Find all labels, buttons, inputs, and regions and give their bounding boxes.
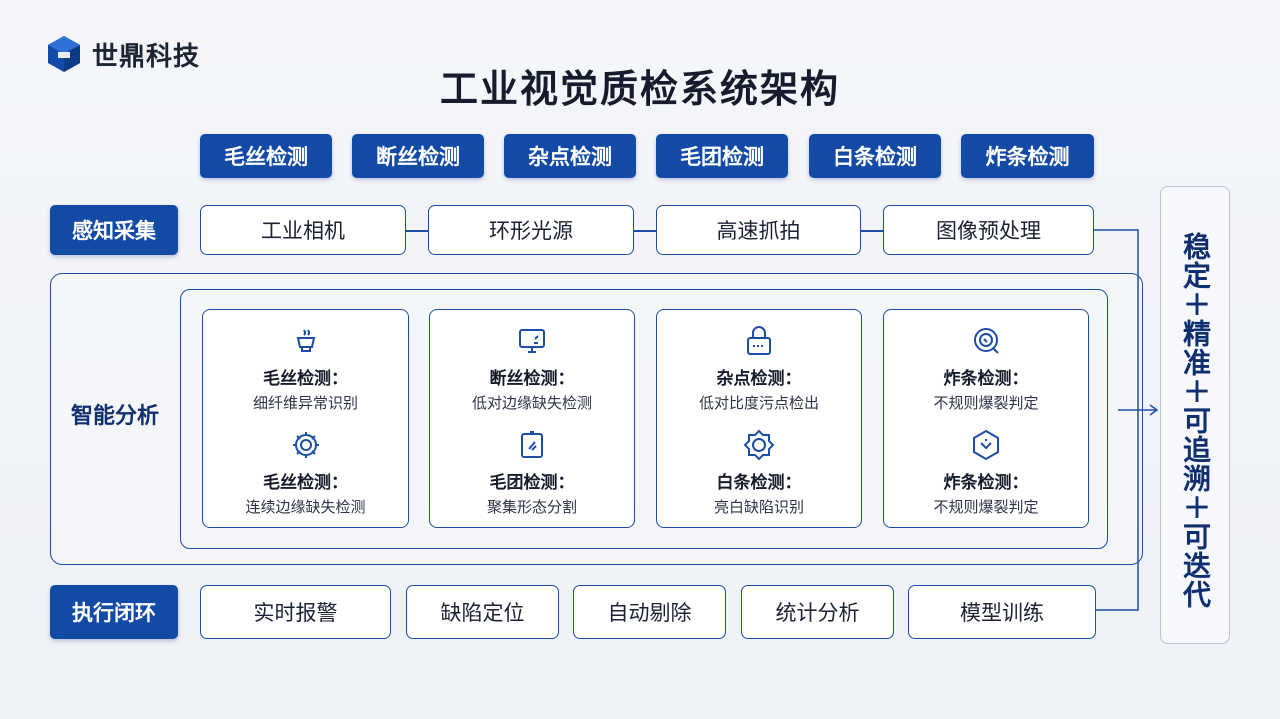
page-title: 工业视觉质检系统架构 [439,67,840,111]
cube-logo-icon [48,36,80,72]
perception-item-capture: 高速抓拍 [656,205,861,255]
defect-type-5: 白条检测 [809,134,941,178]
analysis-item: 白条检测： 亮白缺陷识别 [657,428,861,517]
analysis-item-title: 毛丝检测： [263,369,348,389]
outcome-text: 稳定＋精准＋可追溯＋可迭代 [1179,231,1212,609]
analysis-item: 炸条检测： 不规则爆裂判定 [884,324,1088,413]
analysis-item: 毛丝检测： 连续边缘缺失检测 [203,428,408,517]
connector [861,230,883,232]
analysis-item: 断丝检测： 低对边缘缺失检测 [430,324,634,413]
execution-item-alarm: 实时报警 [200,585,391,639]
flow-connector [1094,229,1159,611]
outcome-panel [1160,186,1230,644]
analysis-item-desc: 低对边缘缺失检测 [471,394,592,412]
analysis-card-4: 炸条检测： 不规则爆裂判定 炸条检测： 不规则爆裂判定 [883,309,1089,528]
analysis-item-title: 杂点检测： [716,369,802,389]
analysis-modules-panel [180,289,1108,549]
analysis-item-title: 白条检测： [716,473,802,493]
analysis-item: 毛丝检测： 细纤维异常识别 [203,324,408,413]
gear-shield-icon [743,429,775,461]
execution-item-locate: 缺陷定位 [406,585,559,639]
hexagon-check-icon [973,429,999,461]
execution-item-training: 模型训练 [908,585,1096,639]
monitor-icon [519,329,545,353]
defect-type-6: 炸条检测 [961,134,1094,178]
tablet-icon [521,431,543,458]
lock-icon [747,326,771,355]
magnifier-icon [974,328,999,354]
analysis-item: 杂点检测： 低对比度污点检出 [657,324,861,413]
analysis-card-2: 断丝检测： 低对边缘缺失检测 毛团检测： 聚集形态分割 [429,309,635,528]
defect-type-1: 毛丝检测 [200,134,332,178]
analysis-item-title: 毛丝检测： [263,473,348,493]
lamp-icon [296,329,315,352]
analysis-item-desc: 亮白缺陷识别 [713,498,804,516]
analysis-item-title: 炸条检测： [943,369,1029,389]
connector [406,230,428,232]
analysis-card-1: 毛丝检测： 细纤维异常识别 毛丝检测： 连续边缘缺失检测 [202,309,409,528]
analysis-card-3: 杂点检测： 低对比度污点检出 白条检测： 亮白缺陷识别 [656,309,862,528]
perception-layer-label: 感知采集 [50,205,178,255]
brand-name: 世鼎科技 [92,41,201,72]
brand-logo: 世鼎科技 [46,33,200,75]
defect-type-4: 毛团检测 [656,134,788,178]
analysis-item-desc: 聚集形态分割 [486,498,577,516]
perception-item-light: 环形光源 [428,205,634,255]
analysis-layer-label: 智能分析 [70,404,159,429]
analysis-item-desc: 细纤维异常识别 [252,394,358,412]
analysis-item-title: 炸条检测： [943,473,1029,493]
connector [634,230,656,232]
analysis-item: 毛团检测： 聚集形态分割 [430,428,634,517]
execution-layer-label: 执行闭环 [50,585,178,639]
analysis-item-desc: 连续边缘缺失检测 [245,498,366,516]
perception-item-preprocess: 图像预处理 [883,205,1094,255]
execution-item-reject: 自动剔除 [573,585,726,639]
perception-item-camera: 工业相机 [200,205,406,255]
analysis-item-title: 毛团检测： [489,473,575,493]
analysis-item-desc: 低对比度污点检出 [698,394,819,412]
defect-type-2: 断丝检测 [352,134,484,178]
analysis-item-desc: 不规则爆裂判定 [933,498,1039,516]
analysis-item-desc: 不规则爆裂判定 [933,394,1039,412]
defect-type-3: 杂点检测 [504,134,636,178]
gear-icon [292,432,319,458]
execution-item-statistics: 统计分析 [741,585,894,639]
analysis-item-title: 断丝检测： [489,369,575,389]
analysis-item: 炸条检测： 不规则爆裂判定 [884,428,1088,517]
